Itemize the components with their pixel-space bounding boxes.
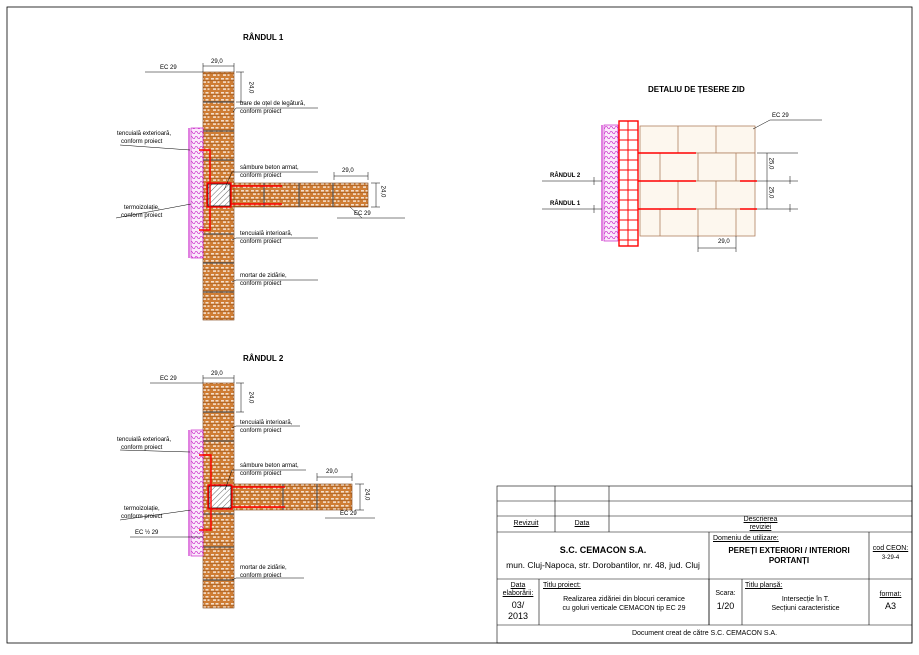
rand2-dim-height: 24,0 [247,391,254,404]
tb-company: S.C. CEMACON S.A. [559,545,647,555]
rand1-mortar-2: conform proiect [240,281,282,287]
rand2-tenc-int-2: conform proiect [240,428,282,434]
rand1-sambure-1: sâmbure beton armat, [240,165,299,171]
rand1-dim-width: 29,0 [211,59,223,65]
tb-data: Data [574,520,590,527]
rand2-mortar-1: mortar de zidărie, [240,565,287,571]
tb-domeniu-label: Domeniu de utilizare: [713,535,779,542]
rand2-tenc-ext-2: conform proiect [121,445,163,451]
rand2-mortar-2: conform proiect [240,573,282,579]
tb-domeniu-2: PORTANȚI [768,556,810,565]
rand1-termo-1: termoizolație, [124,205,160,211]
rand1-title: RÂNDUL 1 [243,33,284,42]
rand2-sambure-1: sâmbure beton armat, [240,463,299,469]
rand1-tenc-ext-1: tencuială exterioară, [117,131,172,137]
tb-format-label: format: [879,591,902,598]
tb-revizuit: Revizuit [513,520,539,527]
tb-data-value-2: 2013 [507,611,529,621]
rand2-title: RÂNDUL 2 [243,354,284,363]
rand1-termo-2: conform proiect [121,213,163,219]
rand2-tenc-ext-1: tencuială exterioară, [117,437,172,443]
rand2-tenc-int-1: tencuială interioară, [240,420,293,426]
rand1-ec-top: EC 29 [160,65,177,71]
rand1-sambure-2: conform proiect [240,173,282,179]
tb-data-elab-2: elaborării: [502,590,534,597]
tb-cod-label: cod CEON: [872,545,909,552]
section-detail [542,119,822,252]
rand2-sambure-2: conform proiect [240,471,282,477]
rand2-dim-width: 29,0 [211,371,223,377]
rand2-ec-top: EC 29 [160,376,177,382]
detail-dim1: 25,0 [767,157,774,170]
tb-scara-label: Scara: [715,590,736,597]
rand2-ec-branch: EC 29 [340,511,357,517]
rand1-bare-1: bare de oțel de legătură, [240,101,306,107]
rand1-tenc-ext-2: conform proiect [121,139,163,145]
sheet-border [6,6,913,644]
rand1-bare-2: conform proiect [240,109,282,115]
rand1-mortar-1: mortar de zidărie, [240,273,287,279]
tb-format-value: A3 [884,601,896,611]
section-rand1 [115,63,405,321]
tb-scara-value: 1/20 [716,601,735,611]
rand2-termo-2: conform proiect [121,514,163,520]
tb-footer: Document creat de către S.C. CEMACON S.A… [631,630,778,637]
rand1-branch-dim-w: 29,0 [342,168,354,174]
tb-domeniu-1: PEREȚI EXTERIORI / INTERIORI [728,546,850,555]
detail-rand2-label: RÂNDUL 2 [550,173,581,179]
tb-titlu-plansa-1: Intersecție în T. [781,596,830,603]
detail-title: DETALIU DE ȚESERE ZID [648,85,745,94]
rand2-ec-side: EC ½ 29 [135,530,159,536]
rand1-tenc-int-2: conform proiect [240,239,282,245]
tb-data-value-1: 03/ [511,600,525,610]
rand2-termo-1: termoizolație, [124,506,160,512]
tb-address: mun. Cluj-Napoca, str. Dorobantilor, nr.… [506,560,700,570]
tb-titlu-proiect-label: Titlu proiect: [543,582,581,589]
detail-dim2: 25,0 [767,186,774,199]
tb-titlu-proiect-2: cu goluri verticale CEMACON tip EC 29 [562,605,686,612]
rand1-branch-dim-h: 24,0 [379,185,386,198]
rand2-branch-dim-w: 29,0 [326,469,338,475]
title-block-grid [496,485,913,644]
tb-titlu-proiect-1: Realizarea zidăriei din blocuri ceramice [563,596,685,603]
detail-rand1-label: RÂNDUL 1 [550,201,581,207]
tb-revizie: reviziei [749,524,772,531]
tb-descrierea: Descrierea [743,516,778,523]
rand1-dim-height: 24,0 [247,81,254,94]
tb-titlu-plansa-label: Titlu planșă: [745,582,783,589]
rand2-branch-dim-h: 24,0 [363,488,370,501]
rand1-tenc-int-1: tencuială interioară, [240,231,293,237]
tb-titlu-plansa-2: Secțiuni caracteristice [771,605,840,612]
rand1-ec-branch: EC 29 [354,211,371,217]
section-rand2 [119,375,375,609]
tb-data-elab-1: Data [510,582,526,589]
tb-cod-value: 3-29-4 [881,555,900,561]
detail-dim-bottom: 29,0 [718,239,730,245]
detail-ec: EC 29 [772,113,789,119]
